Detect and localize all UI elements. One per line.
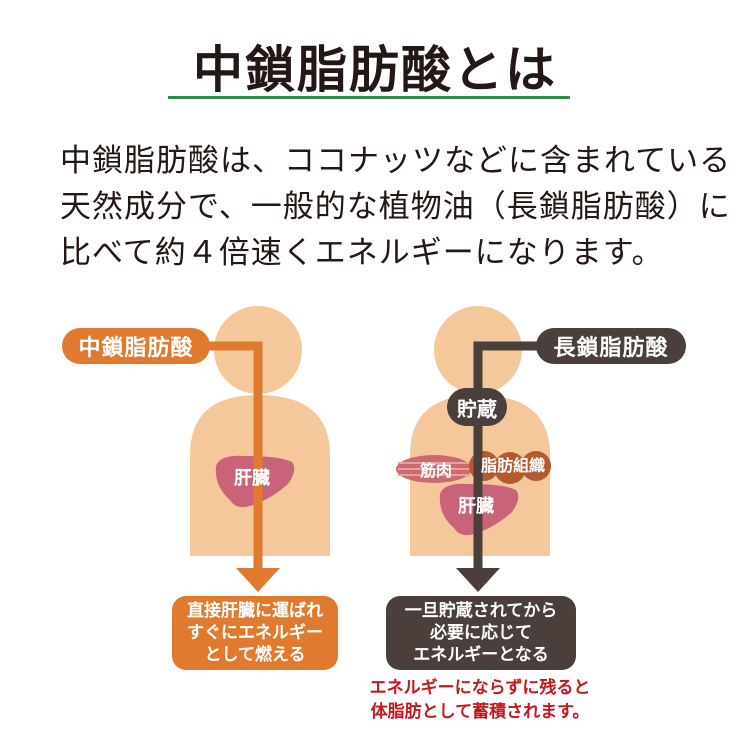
fat-tissue-label: 脂肪組織: [480, 456, 545, 475]
intro-line: 中鎖脂肪酸は、ココナッツなどに含まれている: [60, 143, 732, 179]
mct-result-line: 直接肝臓に運ばれ: [187, 601, 323, 621]
right-liver-label: 肝臓: [458, 496, 494, 517]
page-title: 中鎖脂肪酸とは: [193, 41, 557, 99]
lct-result-line: エネルギーとなる: [413, 645, 549, 665]
lct-label: 長鎖脂肪酸: [536, 328, 686, 364]
storage-label: 貯蔵: [447, 388, 507, 426]
mct-result-line: として燃える: [204, 645, 306, 665]
muscle-label: 筋肉: [419, 461, 452, 480]
lct-result-line: 一旦貯蔵されてから: [404, 601, 558, 621]
warning-line: 体脂肪として蓄積されます。: [370, 702, 590, 722]
lct-pathway-arrow: [456, 341, 540, 592]
intro-line: 比べて約４倍速くエネルギーになります。: [60, 235, 664, 271]
mct-pathway-arrow: [205, 341, 280, 592]
lct-result-box: 一旦貯蔵されてから 必要に応じて エネルギーとなる: [386, 596, 576, 670]
lct-result-line: 必要に応じて: [430, 623, 532, 643]
intro-line: 天然成分で、一般的な植物油（長鎖脂肪酸）に: [60, 189, 731, 225]
mct-label: 中鎖脂肪酸: [62, 328, 210, 364]
warning-line: エネルギーにならずに残ると: [369, 678, 591, 698]
mct-result-line: すぐにエネルギー: [187, 623, 323, 643]
title-underline: [168, 96, 570, 99]
body-fat-warning: エネルギーにならずに残ると 体脂肪として蓄積されます。: [330, 676, 630, 724]
intro-text: 中鎖脂肪酸は、ココナッツなどに含まれている 天然成分で、一般的な植物油（長鎖脂肪…: [60, 138, 732, 276]
left-liver-label: 肝臓: [234, 468, 270, 489]
mct-result-box: 直接肝臓に運ばれ すぐにエネルギー として燃える: [172, 596, 338, 670]
muscle-shape: [396, 455, 472, 483]
